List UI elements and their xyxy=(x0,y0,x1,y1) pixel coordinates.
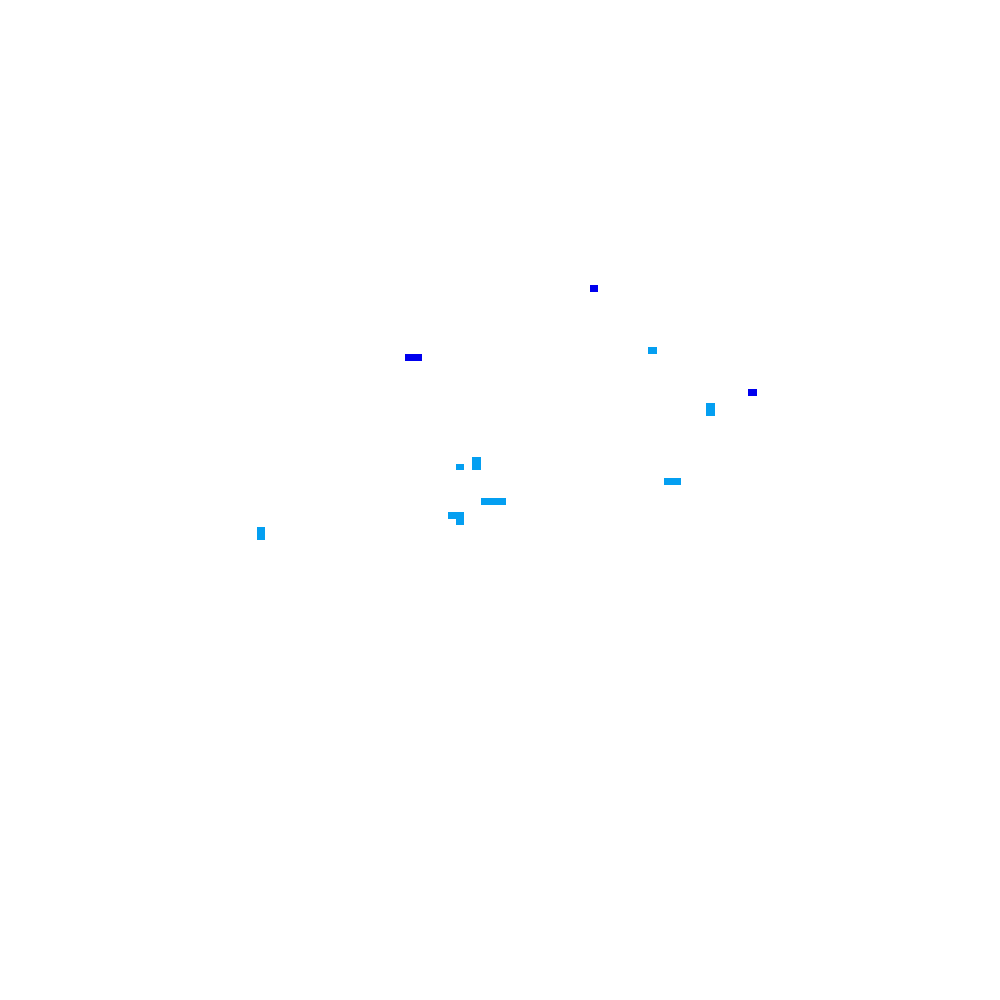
pixel-mark xyxy=(405,354,422,361)
pixel-mark xyxy=(706,403,715,416)
pixel-mark xyxy=(481,498,506,505)
pixel-mark xyxy=(257,527,265,540)
pixel-mark xyxy=(472,457,481,470)
pixel-mark xyxy=(456,464,464,470)
pixel-mark xyxy=(748,389,757,396)
pixel-mark xyxy=(664,478,681,485)
pixel-mark xyxy=(456,512,464,525)
pixel-mark xyxy=(648,347,657,354)
pixel-mark xyxy=(590,285,598,292)
